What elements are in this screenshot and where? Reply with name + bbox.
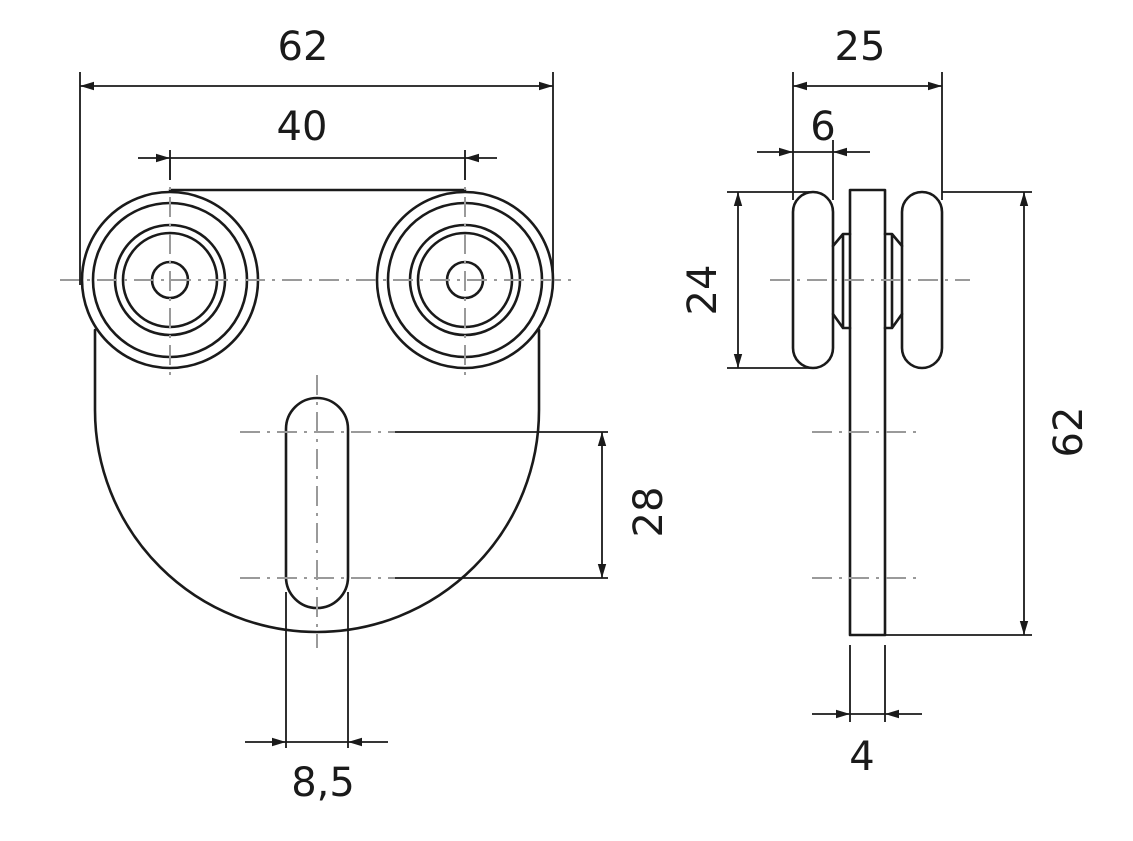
slot-extension-lines (285, 592, 349, 748)
mounting-plate-outline (93, 188, 541, 634)
dimension-slot-width: 8,5 (245, 737, 388, 806)
side-right-wheel (900, 190, 944, 370)
dimension-side-depth: 25 (792, 24, 943, 200)
label-plate-thickness: 4 (849, 734, 874, 780)
dimension-plate-thickness: 4 (812, 645, 922, 780)
side-plate (848, 188, 887, 637)
label-wheel-diameter: 24 (680, 265, 726, 316)
label-side-height: 62 (1046, 407, 1092, 458)
label-slot-length: 28 (626, 487, 672, 538)
label-front-width: 62 (278, 24, 329, 70)
side-centerlines (770, 279, 970, 579)
dimension-front-width: 62 (79, 24, 554, 285)
dimension-wheel-thickness: 6 (757, 104, 870, 200)
dimension-wheel-spacing: 40 (138, 104, 497, 180)
side-left-wheel (791, 190, 835, 370)
label-side-depth: 25 (835, 24, 886, 70)
front-view: 62 40 28 8,5 (60, 24, 672, 806)
dimension-slot-length: 28 (395, 431, 672, 579)
label-slot-width: 8,5 (291, 760, 355, 806)
label-wheel-spacing: 40 (277, 104, 328, 150)
label-wheel-thickness: 6 (810, 104, 835, 150)
side-left-hub (831, 232, 852, 330)
front-centerlines (60, 160, 575, 648)
dimension-wheel-diameter: 24 (680, 191, 812, 369)
side-view: 25 6 24 62 4 (680, 24, 1092, 780)
dimension-side-height: 62 (885, 191, 1092, 636)
